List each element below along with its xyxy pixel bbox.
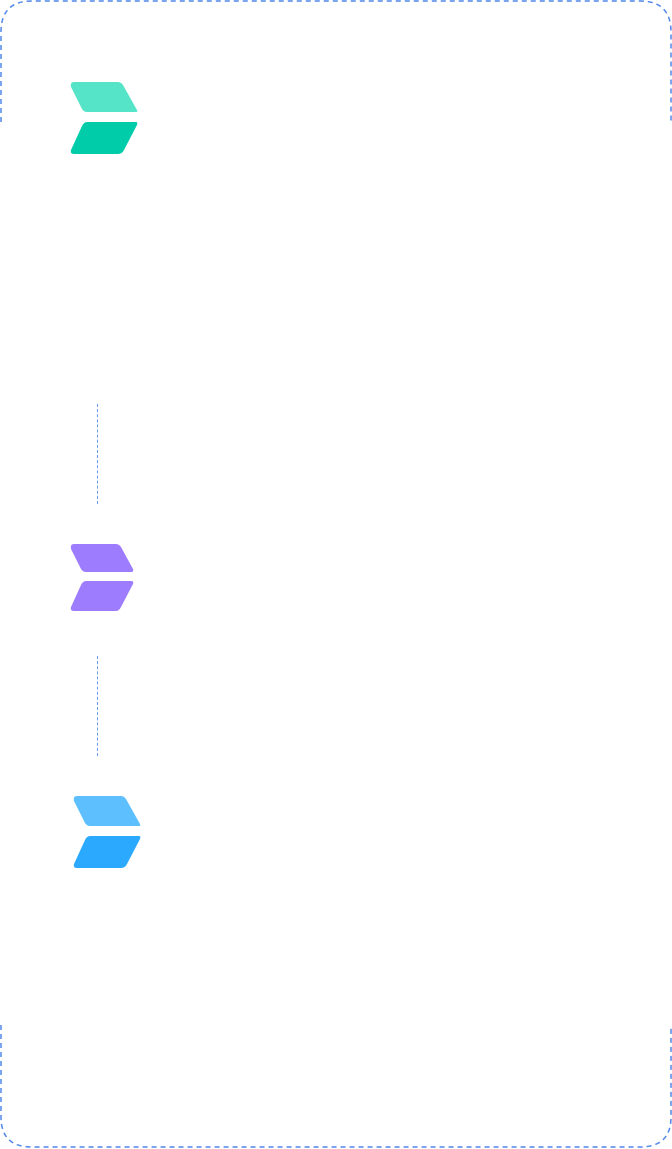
- chevron-bottom-shape: [70, 581, 134, 611]
- connector-line-2: [97, 656, 98, 756]
- chevron-top-shape: [73, 796, 141, 826]
- chevron-bottom-shape: [73, 836, 141, 868]
- chevron-bottom-shape: [70, 122, 138, 154]
- frame-top-edge: [0, 0, 672, 122]
- double-chevron-teal-icon: [70, 82, 138, 154]
- frame-bottom-edge: [0, 1025, 672, 1148]
- chevron-top-shape: [70, 82, 138, 112]
- double-chevron-blue-icon: [73, 796, 141, 868]
- double-chevron-purple-icon: [70, 544, 134, 611]
- chevron-top-shape: [70, 544, 134, 572]
- connector-line-1: [97, 404, 98, 504]
